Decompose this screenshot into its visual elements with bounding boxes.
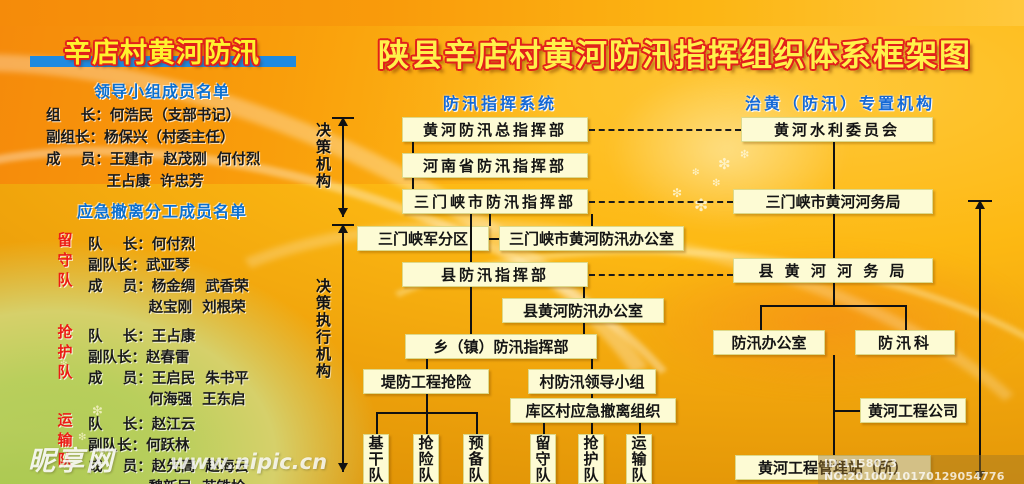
team-stem-4 <box>591 423 593 434</box>
command-box-1[interactable]: 河南省防汛指挥部 <box>402 153 588 178</box>
team-box-4[interactable]: 抢护队 <box>578 434 604 484</box>
team-row: 副队长：何跃林 <box>88 438 190 454</box>
command-box-6[interactable]: 县黄河防汛办公室 <box>502 298 664 323</box>
team-row: 魏新民 苏铁拴 <box>88 476 246 484</box>
team-row: 副队长：赵春雷 <box>88 350 190 366</box>
left-banner-title: 辛店村黄河防汛 <box>64 38 260 69</box>
team-stem-2 <box>476 412 478 434</box>
team-row: 队 长：赵江云 <box>88 417 196 433</box>
team-stem-1 <box>426 412 428 434</box>
watermark-logo: 昵享网 <box>28 446 115 477</box>
command-box-7[interactable]: 乡（镇）防汛指挥部 <box>405 334 597 359</box>
agency-spine-1-2 <box>833 214 835 258</box>
leaders-row: 王占康 许忠芳 <box>46 174 204 190</box>
connector-box4-stub <box>591 214 593 226</box>
leaders-row: 组 长：何浩民（支部书记） <box>46 108 241 124</box>
agency-bracket-h <box>760 305 906 307</box>
team-row: 成 员：赵先高 赵海云 <box>88 459 249 475</box>
right-arrow-line <box>979 200 981 480</box>
team-label-yunshu: 运输队 <box>57 411 73 469</box>
bracket-label-execution: 决策执行机构 <box>314 278 332 380</box>
command-box-8[interactable]: 堤防工程抢险 <box>363 369 489 394</box>
dashed-link-2 <box>589 274 733 276</box>
watermark-id: ID:1158073 NO:20100710170129054776 <box>818 455 1024 484</box>
dashed-link-0 <box>589 129 741 131</box>
connector-box5-box7 <box>470 287 472 334</box>
command-box-10[interactable]: 库区村应急撤离组织 <box>510 398 676 423</box>
bracket-decision-line <box>342 117 344 217</box>
agency-link-company <box>833 410 860 412</box>
left-banner-underline <box>30 56 296 67</box>
background-white-glow <box>573 48 881 252</box>
team-row: 队 长：何付烈 <box>88 237 196 253</box>
connector-box9-box10 <box>591 394 593 398</box>
connector-box1-box2 <box>412 178 414 189</box>
leaders-heading: 领导小组成员名单 <box>93 82 230 101</box>
connector-box7-box9 <box>591 359 593 369</box>
team-row: 成 员：杨金绸 武香荣 <box>88 279 249 295</box>
connector-box7-box8 <box>426 359 428 369</box>
team-row: 队 长：王占康 <box>88 329 196 345</box>
agency-box-3[interactable]: 防汛办公室 <box>713 330 825 355</box>
agency-box-2[interactable]: 县 黄 河 河 务 局 <box>733 258 933 283</box>
team-stem-5 <box>639 423 641 434</box>
connector-box0-box1 <box>412 142 414 153</box>
leaders-row: 副组长：杨保兴（村委主任） <box>46 130 235 146</box>
right-arrow-head-down <box>975 471 985 480</box>
team-row: 赵宝刚 刘根荣 <box>88 300 246 316</box>
team-row: 副队长：武亚琴 <box>88 258 190 274</box>
team-stem-0 <box>376 412 378 434</box>
connector-box8-down <box>426 394 428 412</box>
command-box-5[interactable]: 县防汛指挥部 <box>402 262 588 287</box>
watermark-url: www.nipic.cn <box>170 450 328 474</box>
column-heading-command: 防汛指挥系统 <box>442 94 557 113</box>
bracket-execution-arrow-up <box>338 224 348 233</box>
team-box-5[interactable]: 运输队 <box>626 434 652 484</box>
agency-spine-2-down <box>833 283 835 305</box>
team-row: 成 员：王启民 朱书平 <box>88 371 249 387</box>
team-box-3[interactable]: 留守队 <box>530 434 556 484</box>
right-arrow-head-up <box>975 200 985 209</box>
agency-box-1[interactable]: 三门峡市黄河河务局 <box>733 189 933 214</box>
agency-box-6[interactable]: 黄河工程管埋站（所） <box>735 455 931 480</box>
agency-stem-4 <box>905 305 907 330</box>
bracket-execution-arrow-down <box>338 463 348 472</box>
background-top-band <box>0 0 1024 26</box>
team-stem-3 <box>543 423 545 434</box>
command-box-4[interactable]: 三门峡市黄河防汛办公室 <box>499 226 684 251</box>
page-title: 陕县辛店村黄河防汛指挥组织体系框架图 <box>378 38 972 74</box>
connector-box5-box6 <box>583 287 585 298</box>
bracket-execution-line <box>342 224 344 472</box>
team-row: 何海强 王东启 <box>88 392 246 408</box>
bracket-decision-arrow-down <box>338 208 348 217</box>
agency-box-0[interactable]: 黄河水利委员会 <box>741 117 933 142</box>
connector-box2-box4-dashed <box>489 214 491 226</box>
bracket-decision-arrow-up <box>338 117 348 126</box>
team-box-0[interactable]: 基干队 <box>363 434 389 484</box>
team-box-2[interactable]: 预备队 <box>463 434 489 484</box>
agency-box-5[interactable]: 黄河工程公司 <box>860 398 966 423</box>
agency-spine-0-1 <box>833 142 835 189</box>
bracket-label-decision: 决策机构 <box>314 122 332 190</box>
command-box-2[interactable]: 三门峡市防汛指挥部 <box>402 189 588 214</box>
agency-spine-lower <box>833 355 835 455</box>
agency-box-4[interactable]: 防汛科 <box>855 330 955 355</box>
connector-box2-box5 <box>470 214 472 262</box>
connector-box3-box4 <box>489 238 499 240</box>
leaders-row: 成 员：王建市 赵茂刚 何付烈 <box>46 152 261 168</box>
command-box-3[interactable]: 三门峡军分区 <box>357 226 489 251</box>
evacuation-heading: 应急撤离分工成员名单 <box>76 202 247 221</box>
team-label-qianghu: 抢护队 <box>57 323 73 381</box>
connector-box6-down <box>583 323 585 334</box>
command-box-0[interactable]: 黄河防汛总指挥部 <box>402 117 588 142</box>
team-label-liushou: 留守队 <box>57 231 73 289</box>
left-banner: 辛店村黄河防汛 <box>24 31 300 69</box>
column-heading-agency: 治黄（防汛）专置机构 <box>744 94 935 113</box>
dashed-link-1 <box>589 201 733 203</box>
agency-stem-3 <box>760 305 762 330</box>
command-box-9[interactable]: 村防汛领导小组 <box>528 369 656 394</box>
background-green-wash-2 <box>0 266 349 484</box>
team-box-1[interactable]: 抢险队 <box>413 434 439 484</box>
